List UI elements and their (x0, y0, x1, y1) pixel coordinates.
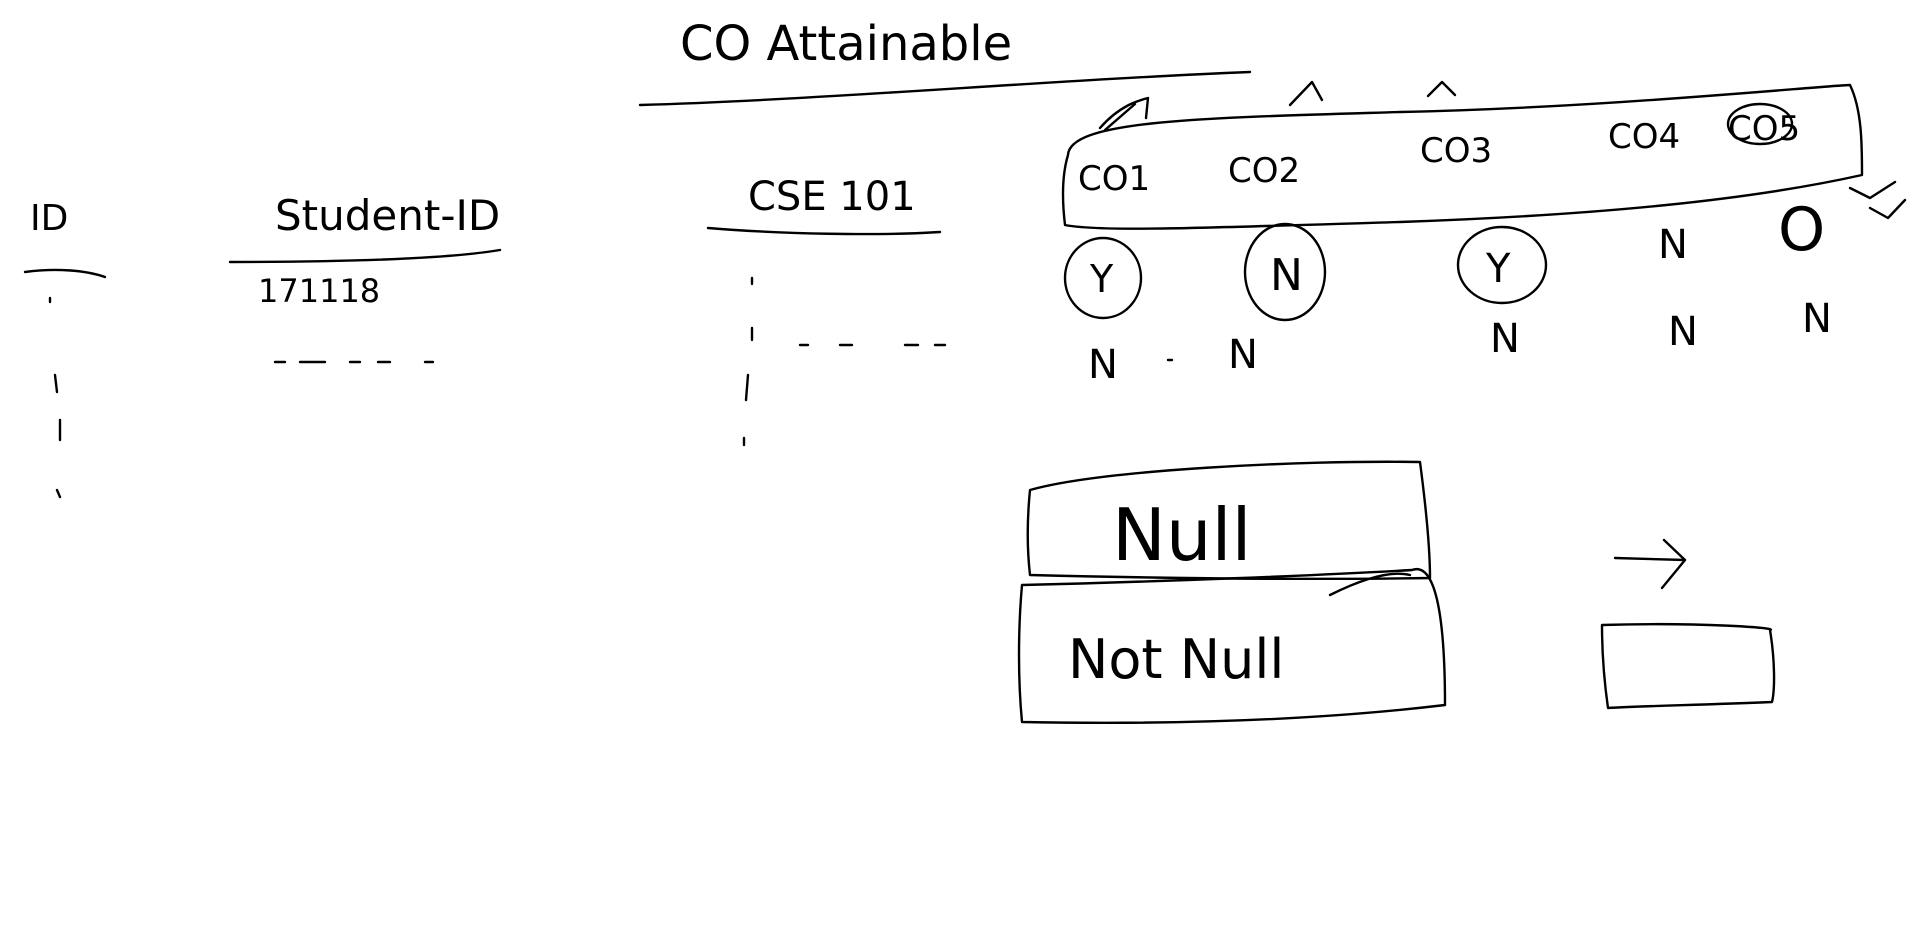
not-null-box-label: Not Null (1068, 628, 1284, 691)
circle-row1-co1 (1063, 236, 1143, 320)
arrow-up-co1 (1098, 96, 1150, 132)
arrow-up-co3 (1426, 80, 1457, 98)
row2-co4-value: N (1668, 309, 1698, 355)
id-column-dots (48, 296, 62, 499)
header-course-underline (706, 226, 942, 236)
row1-co5-value: O (1778, 195, 1825, 265)
not-null-box-flap (1328, 572, 1412, 597)
header-id-underline (23, 268, 107, 279)
arrow-up-co2 (1288, 80, 1324, 107)
co-label-2: CO2 (1228, 151, 1300, 191)
row1-co1-value: Y (1089, 257, 1114, 301)
row2-co3-value: N (1490, 316, 1520, 362)
row1-co4-value: N (1658, 222, 1688, 268)
co-label-4: CO4 (1608, 117, 1680, 157)
row2-co5-value: N (1802, 296, 1832, 342)
row2-co2-value: N (1228, 332, 1258, 378)
empty-box (1600, 622, 1776, 710)
co-header-band (1061, 83, 1864, 230)
row1-co3-value: Y (1485, 246, 1511, 292)
header-id: ID (30, 198, 68, 239)
co-label-1: CO1 (1078, 159, 1150, 199)
not-null-box (1017, 568, 1447, 725)
null-box-label: Null (1112, 493, 1252, 577)
co5-circle (1726, 102, 1794, 146)
header-student-id: Student-ID (275, 191, 500, 240)
course-column-dots (742, 276, 754, 447)
row2-co1-value: N (1088, 342, 1118, 388)
circle-row1-co2 (1243, 222, 1327, 322)
row1-co2-value: N (1270, 250, 1303, 301)
check-marks (1848, 180, 1907, 220)
title-underline (638, 70, 1252, 107)
header-student-id-underline (228, 248, 502, 264)
right-arrow (1613, 538, 1687, 590)
student-id-value: 171118 (258, 272, 380, 310)
title-text: CO Attainable (680, 16, 1012, 72)
co-label-3: CO3 (1420, 131, 1492, 171)
circle-row1-co3 (1456, 225, 1548, 305)
header-course: CSE 101 (748, 174, 916, 220)
